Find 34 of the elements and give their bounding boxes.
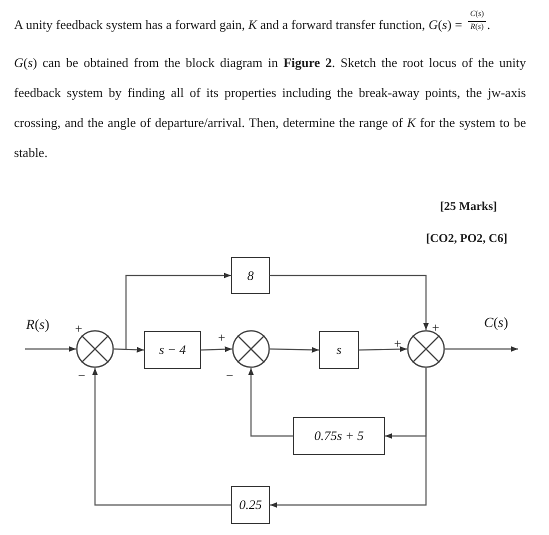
summing-junction [407, 330, 445, 368]
transfer-function-block: s [319, 331, 359, 369]
signal-arrow [125, 272, 231, 349]
fraction-denominator: R(s) [468, 21, 486, 31]
signal-arrow [270, 368, 427, 508]
transfer-function-block: s − 4 [144, 331, 201, 369]
output-signal-label: C(s) [484, 316, 508, 332]
signal-arrow [445, 346, 518, 352]
signal-arrow [358, 346, 408, 352]
sign-label: − [78, 368, 86, 384]
sign-label: + [218, 330, 226, 346]
summing-junction [76, 330, 114, 368]
sign-label: + [394, 336, 402, 352]
signal-arrow [114, 346, 144, 353]
sign-label: − [226, 368, 234, 384]
transfer-function-block: 0.25 [231, 486, 270, 524]
summing-junction [232, 330, 270, 368]
transfer-function-block: 8 [231, 257, 270, 294]
question-text: . [487, 17, 490, 33]
signal-arrow [25, 346, 76, 352]
transfer-function-block: 0.75s + 5 [293, 417, 385, 455]
question-paragraph: G(s) can be obtained from the block diagram in Figure 2. Sketch the root locus of the unity feedback system by finding all of its properties including the break-away points, the jw-axis crossing, and the angle of departure/arrival. Then, determine the range of K for the system to be stable. [14, 54, 526, 162]
fraction-numerator: C(s) [469, 9, 485, 18]
signal-arrow [270, 346, 320, 353]
signal-arrow [200, 346, 232, 352]
sign-label: + [432, 320, 440, 336]
signal-arrow [248, 368, 293, 437]
sign-label: + [75, 321, 82, 337]
outcome-codes: [CO2, PO2, C6] [426, 230, 508, 246]
input-signal-label: R(s) [26, 318, 50, 334]
signal-arrow [270, 274, 429, 330]
signal-arrow [92, 368, 231, 506]
question-text: A unity feedback system has a forward gain, K and a forward transfer function, G(s) = [14, 17, 462, 33]
marks-note: [25 Marks] [440, 198, 497, 214]
